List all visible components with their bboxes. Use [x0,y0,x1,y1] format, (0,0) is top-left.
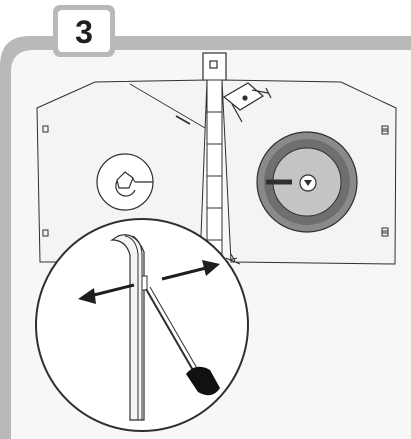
hinge-bracket-icon [202,52,227,82]
speaker-icon [256,131,358,233]
screwdriver-icon [145,286,220,396]
clip-icon [222,82,272,123]
magnifier-callout [35,218,249,432]
housing-markers [42,125,389,237]
lock-latch-icon [96,153,154,211]
double-arrow-icon [78,260,220,304]
hinge-strip [206,79,223,263]
